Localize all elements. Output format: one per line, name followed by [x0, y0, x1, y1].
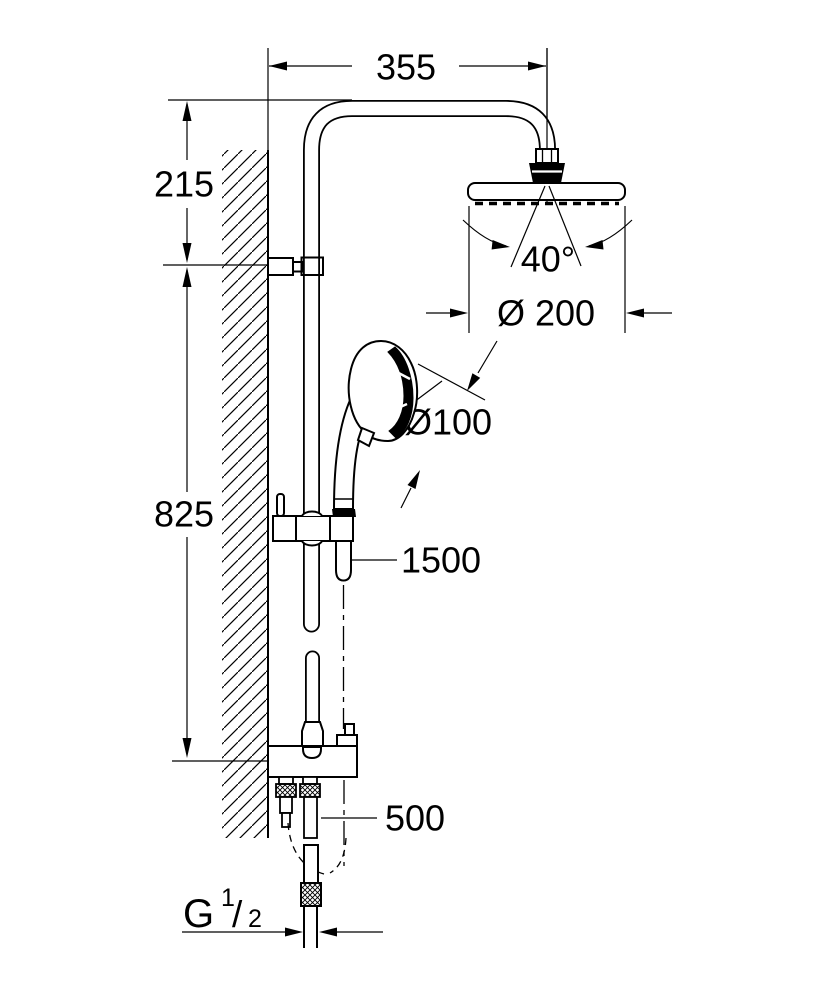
- dim-diameter-200: Ø 200: [426, 206, 672, 334]
- bottom-rail-pipe: [301, 650, 324, 748]
- dim-label-825: 825: [154, 494, 214, 535]
- arrowhead: [626, 308, 644, 318]
- arrowhead: [585, 240, 604, 250]
- dim-label-40deg: 40°: [521, 239, 575, 280]
- dim-label-500: 500: [385, 798, 445, 839]
- hand-shower: [332, 339, 419, 517]
- arrowhead: [491, 240, 510, 250]
- shower-pipe: [303, 100, 556, 633]
- dim-label-1500: 1500: [401, 540, 481, 581]
- head-shower-plate: [467, 182, 626, 201]
- wall-bracket: [267, 256, 324, 276]
- dim-label-diameter-200: Ø 200: [497, 293, 595, 334]
- wall-section: [222, 150, 269, 838]
- label-500: 500: [321, 798, 445, 839]
- arrowhead: [182, 101, 192, 121]
- dim-355: 355: [267, 47, 548, 150]
- wall-hatching: [222, 150, 268, 838]
- arrowhead: [182, 243, 192, 263]
- arrowhead: [182, 267, 192, 287]
- hand-shower-pivot-tab: [356, 426, 376, 448]
- dim-40-degrees: 40°: [462, 185, 633, 280]
- arrowhead: [528, 61, 546, 71]
- hand-shower-face: [387, 346, 414, 439]
- thread-slash: /: [232, 894, 243, 935]
- arrowhead: [319, 927, 337, 937]
- dim-215: 215: [154, 99, 352, 266]
- slider-holder: [272, 493, 354, 547]
- dim-825: 825: [154, 267, 268, 762]
- thread-numerator: 1: [221, 884, 235, 912]
- dim-label-diameter-100: Ø100: [404, 402, 492, 443]
- outlet-connections: [275, 776, 321, 839]
- arrowhead: [182, 738, 192, 758]
- arrowhead: [450, 308, 468, 318]
- arrowhead: [467, 373, 481, 391]
- bottom-hose-assembly: [300, 844, 322, 948]
- knurled-nut-right: [299, 783, 321, 798]
- label-1500: 1500: [352, 540, 481, 581]
- diverter-block: [267, 723, 358, 778]
- head-shower-nut: [535, 148, 559, 164]
- knurled-nut-left: [275, 783, 297, 798]
- holder-body: [272, 515, 354, 542]
- pipe-flare: [301, 721, 324, 748]
- dim-label-355: 355: [376, 47, 436, 88]
- arrowhead: [269, 61, 287, 71]
- dim-label-215: 215: [154, 164, 214, 205]
- arrowhead: [285, 927, 303, 937]
- extension-line-upper: [417, 363, 486, 401]
- holder-lock-pin: [276, 493, 285, 517]
- knurled-hose-nut: [300, 882, 322, 907]
- diverter-stub: [336, 734, 358, 747]
- head-shower: [467, 148, 626, 206]
- hose-connector: [335, 540, 352, 582]
- thread-letter: G: [183, 892, 214, 936]
- arrowhead: [407, 470, 420, 489]
- dim-thread-g-half: G 1 / 2: [182, 884, 383, 937]
- diverter-pin: [344, 723, 355, 736]
- thread-denominator: 2: [248, 905, 262, 933]
- head-shower-ball-joint: [529, 163, 565, 183]
